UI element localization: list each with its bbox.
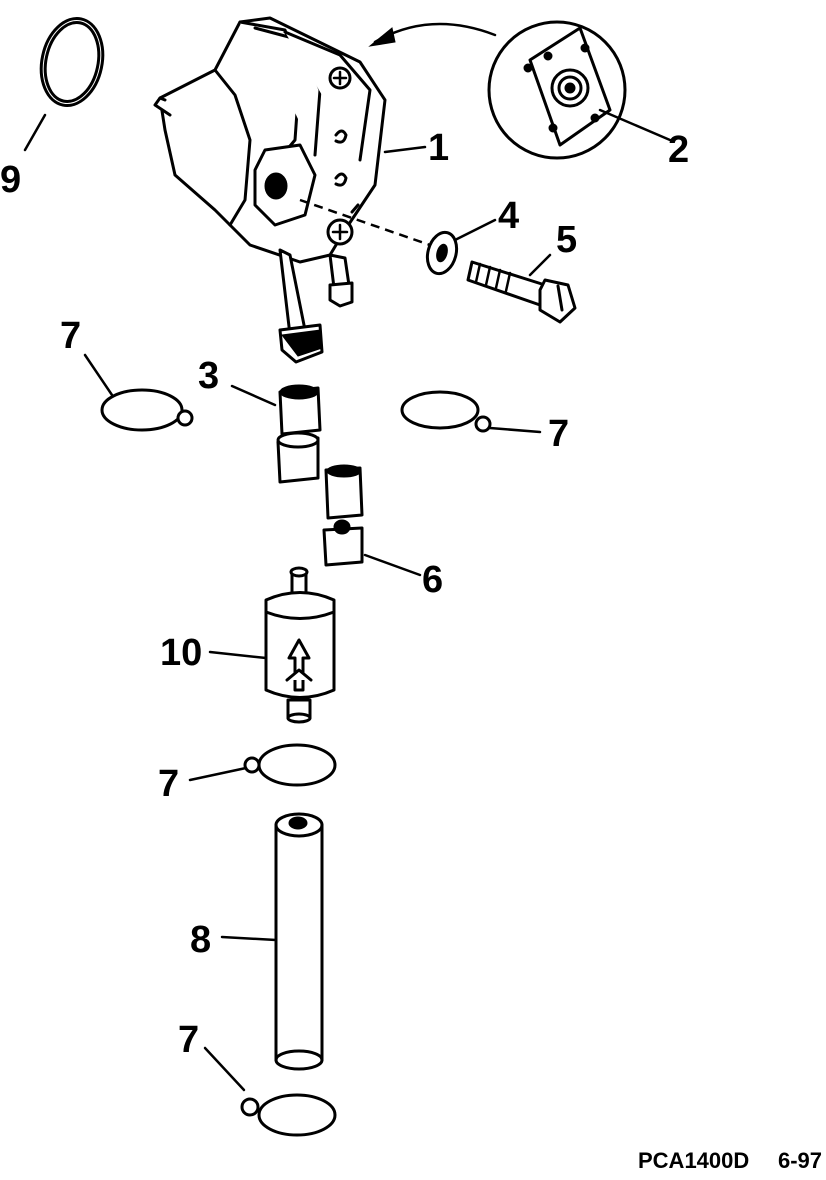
leader-3 [230, 384, 277, 407]
fuel-pump-part [153, 16, 387, 364]
hose-clamp-part-middle [243, 743, 337, 787]
diaphragm-plate-detail-part [487, 20, 627, 160]
leader-1 [383, 145, 427, 154]
hose-sleeve-part-3 [276, 384, 322, 484]
leader-7b [488, 426, 542, 434]
leader-9 [23, 113, 47, 152]
figure-code: PCA1400D [638, 1148, 749, 1173]
callout-8: 8 [190, 919, 211, 961]
hose-clamp-part-upper-right [400, 390, 492, 433]
callout-4: 4 [498, 195, 519, 237]
callout-2: 2 [668, 129, 689, 171]
leader-2 [598, 108, 672, 142]
leader-10 [208, 650, 268, 660]
callout-7-lower: 7 [178, 1019, 199, 1061]
callout-7-upper-left: 7 [60, 315, 81, 357]
hose-clamp-part-upper-left [100, 388, 194, 432]
bolt-part [466, 260, 577, 324]
leader-8 [220, 935, 278, 942]
callout-1: 1 [428, 127, 449, 169]
callout-7-middle: 7 [158, 763, 179, 805]
callout-5: 5 [556, 219, 577, 261]
leader-5 [528, 253, 552, 277]
hose-sleeve-part-6 [322, 464, 364, 567]
callout-10: 10 [160, 632, 202, 674]
fuel-hose-part [274, 812, 324, 1071]
o-ring-part [39, 17, 105, 107]
washer-part [425, 230, 459, 276]
callout-7-upper-right: 7 [548, 413, 569, 455]
leader-6 [363, 553, 422, 577]
hose-clamp-part-lower [240, 1093, 337, 1137]
leader-7c [188, 766, 248, 782]
fuel-filter-part [264, 566, 336, 724]
leader-7a [83, 353, 114, 397]
leader-7d [203, 1046, 246, 1092]
callout-9: 9 [0, 159, 21, 201]
callout-3: 3 [198, 355, 219, 397]
leader-4 [453, 218, 497, 242]
detail-pointer-arrowhead [368, 27, 396, 47]
callout-6: 6 [422, 559, 443, 601]
bolt-axis-line [299, 198, 431, 247]
figure-date: 6-97 [778, 1148, 822, 1173]
